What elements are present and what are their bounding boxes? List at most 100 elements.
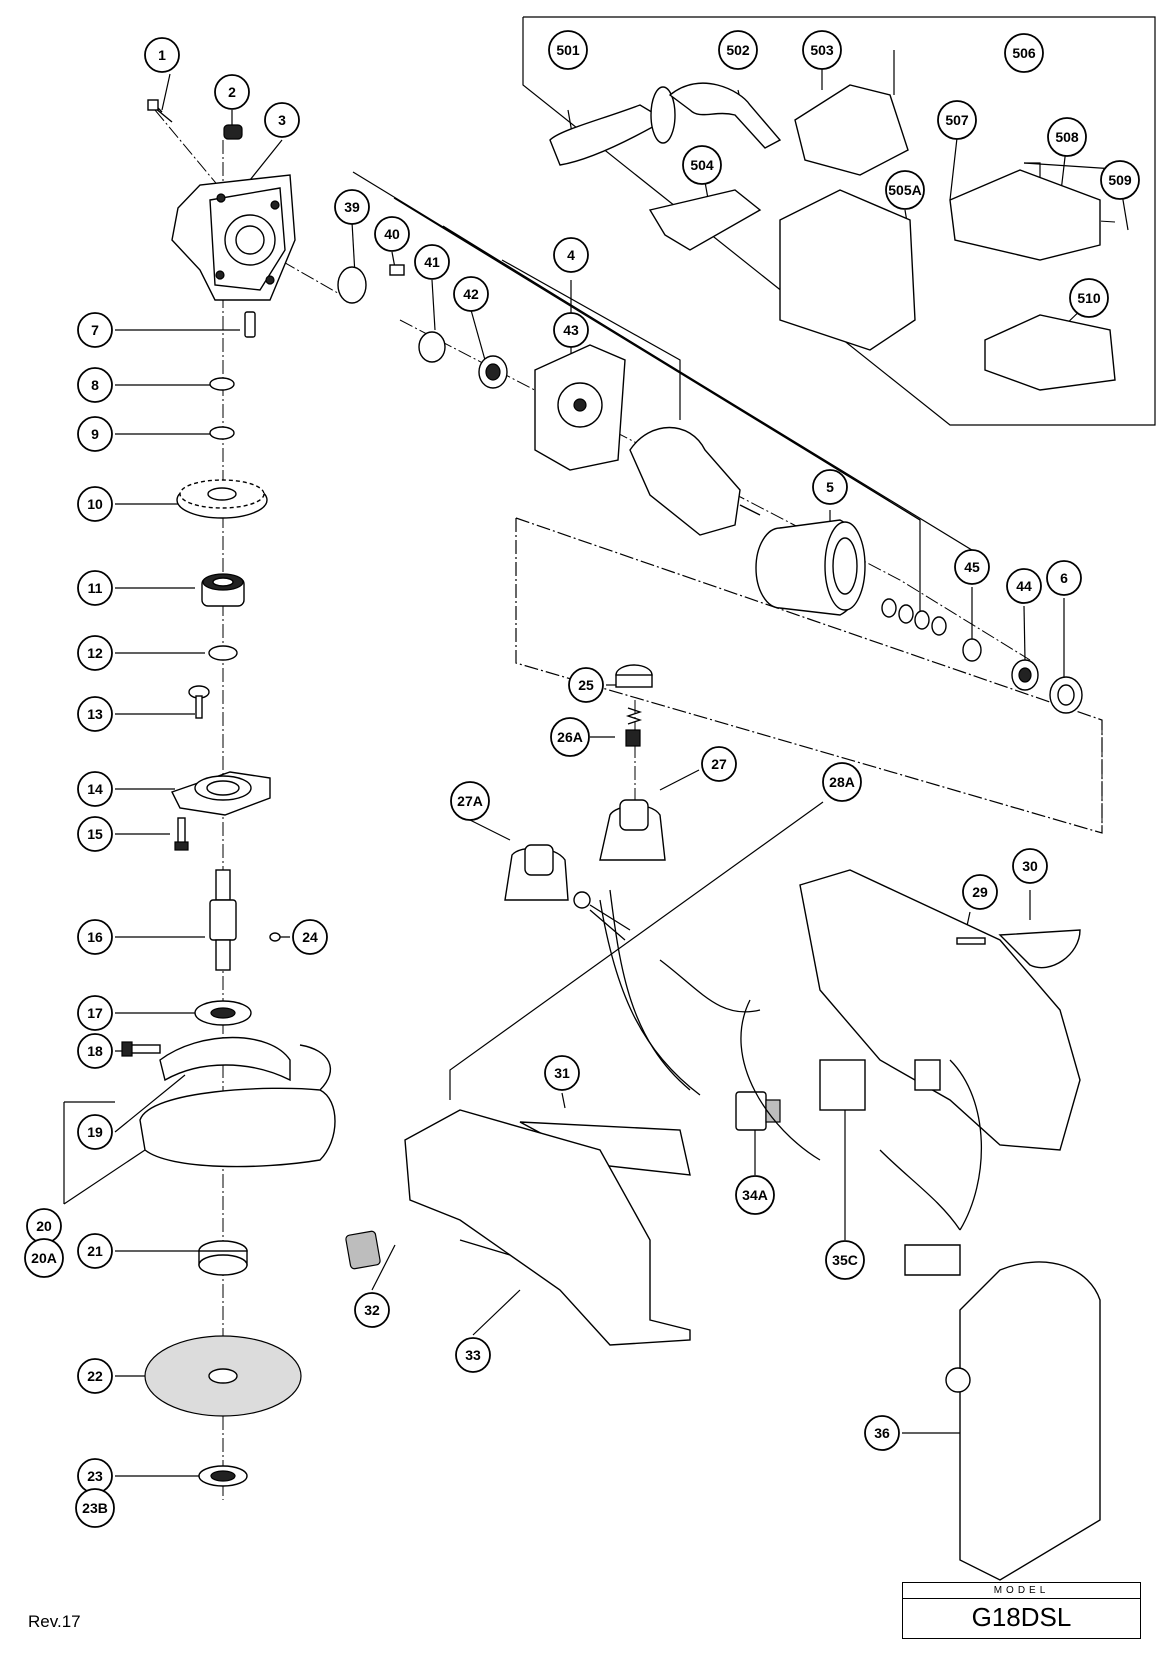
- callout-circle: [77, 367, 113, 403]
- callout-circle: [822, 762, 862, 802]
- callout-9: 9: [77, 416, 113, 452]
- callout-circle: [962, 874, 998, 910]
- callout-circle: [455, 1337, 491, 1373]
- callout-507: 507: [937, 100, 977, 140]
- callout-circle: [1012, 848, 1048, 884]
- callout-circle: [214, 74, 250, 110]
- callout-number: 35C: [832, 1252, 858, 1268]
- callout-21: 21: [77, 1233, 113, 1269]
- callout-circle: [1006, 568, 1042, 604]
- callout-circle: [1047, 117, 1087, 157]
- callout-23b: 23B: [75, 1488, 115, 1528]
- side-handle-501: [549, 86, 676, 166]
- screw-15: [174, 817, 189, 851]
- callout-39: 39: [334, 189, 370, 225]
- callout-32: 32: [354, 1292, 390, 1328]
- callout-number: 4: [567, 247, 575, 263]
- callout-circle: [682, 145, 722, 185]
- model-label: MODEL: [993, 1585, 1050, 1596]
- callout-number: 33: [465, 1347, 481, 1363]
- callout-24: 24: [292, 919, 328, 955]
- callout-number: 25: [578, 677, 594, 693]
- callout-15: 15: [77, 816, 113, 852]
- callout-number: 24: [302, 929, 318, 945]
- label-33: [459, 1239, 511, 1256]
- callout-number: 26A: [557, 729, 583, 745]
- callout-circle: [825, 1240, 865, 1280]
- callout-12: 12: [77, 635, 113, 671]
- callout-number: 507: [945, 112, 969, 128]
- callout-circle: [453, 276, 489, 312]
- callout-circle: [75, 1488, 115, 1528]
- callout-45: 45: [954, 549, 990, 585]
- switch-34A: [735, 1091, 781, 1131]
- switch-button-32: [345, 1230, 381, 1270]
- callout-43: 43: [553, 312, 589, 348]
- callout-circle: [77, 1358, 113, 1394]
- callout-number: 34A: [742, 1187, 768, 1203]
- callout-number: 29: [972, 884, 988, 900]
- callout-number: 508: [1055, 129, 1079, 145]
- callout-number: 45: [964, 559, 980, 575]
- brush-holder-27: [599, 799, 666, 861]
- callout-circle: [885, 170, 925, 210]
- callout-circle: [374, 216, 410, 252]
- callout-number: 7: [91, 322, 99, 338]
- callout-number: 6: [1060, 570, 1068, 586]
- callout-number: 17: [87, 1005, 103, 1021]
- callout-circle: [1046, 560, 1082, 596]
- callout-27a: 27A: [450, 781, 490, 821]
- callout-20a: 20A: [24, 1238, 64, 1278]
- callout-number: 504: [690, 157, 714, 173]
- callout-number: 39: [344, 199, 360, 215]
- inner-cover-43: [534, 344, 626, 471]
- spiral-bevel-gear-10: [176, 479, 268, 519]
- plastic-inner-504: [648, 189, 762, 251]
- callout-30: 30: [1012, 848, 1048, 884]
- washers-stack: [881, 598, 947, 636]
- callout-circle: [77, 771, 113, 807]
- pinion-39: [337, 266, 367, 304]
- callout-22: 22: [77, 1358, 113, 1394]
- plug-2: [223, 124, 243, 140]
- callout-circle: [1004, 33, 1044, 73]
- callout-number: 18: [87, 1043, 103, 1059]
- brush-holder-27A: [504, 844, 631, 941]
- callout-circle: [24, 1238, 64, 1278]
- name-plate-30: [998, 929, 1081, 969]
- callout-circle: [354, 1292, 390, 1328]
- callout-number: 2: [228, 84, 236, 100]
- callout-16: 16: [77, 919, 113, 955]
- callout-3: 3: [264, 102, 300, 138]
- callout-23: 23: [77, 1458, 113, 1494]
- callout-number: 505A: [888, 182, 921, 198]
- screw-1: [147, 99, 173, 123]
- callout-509: 509: [1100, 160, 1140, 200]
- stator-5: [755, 519, 866, 616]
- callout-number: 11: [88, 580, 103, 596]
- callout-number: 21: [87, 1243, 103, 1259]
- callout-circle: [77, 312, 113, 348]
- callout-circle: [553, 312, 589, 348]
- callout-505a: 505A: [885, 170, 925, 210]
- callout-circle: [954, 549, 990, 585]
- callout-circle: [77, 995, 113, 1031]
- callout-28a: 28A: [822, 762, 862, 802]
- callout-number: 503: [810, 42, 834, 58]
- gear-housing: [171, 174, 296, 301]
- callout-number: 22: [87, 1368, 103, 1384]
- callout-circle: [553, 237, 589, 273]
- callout-number: 9: [91, 426, 99, 442]
- housing-left: [404, 1109, 691, 1346]
- callout-circle: [77, 416, 113, 452]
- callout-27: 27: [701, 746, 737, 782]
- brush-cap-25: [615, 664, 653, 688]
- washer-41: [418, 331, 446, 363]
- washer-12: [208, 645, 238, 661]
- callout-circle: [548, 30, 588, 70]
- bearing-cover-6: [1049, 676, 1083, 714]
- callout-4: 4: [553, 237, 589, 273]
- callout-18: 18: [77, 1033, 113, 1069]
- callout-circle: [77, 570, 113, 606]
